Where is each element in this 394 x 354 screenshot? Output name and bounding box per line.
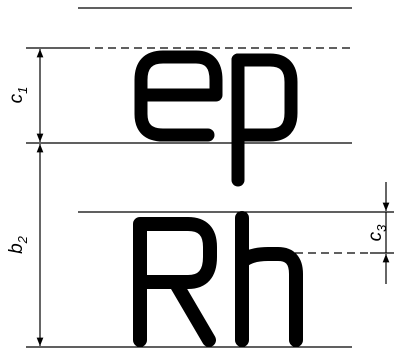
b2-label: b2	[6, 235, 30, 254]
glyph-e	[134, 50, 223, 142]
c3-label: c3	[365, 224, 389, 242]
lowercase-sample-ep	[134, 50, 298, 187]
glyph-p-bowl	[231, 53, 298, 142]
c3-subscript: 3	[374, 224, 389, 232]
glyph-R	[133, 217, 217, 347]
svg-text:b2: b2	[6, 235, 30, 254]
b2-subscript: 2	[15, 235, 30, 244]
c1-subscript: 1	[15, 87, 30, 94]
svg-text:c3: c3	[365, 224, 389, 242]
glyph-h-arch	[235, 247, 303, 347]
b2-letter: b	[6, 243, 27, 254]
c3-letter: c	[365, 231, 386, 241]
uppercase-sample-Rh	[133, 211, 303, 347]
c1-label: c1	[6, 87, 30, 104]
svg-text:c1: c1	[6, 87, 30, 104]
c1-letter: c	[6, 93, 27, 103]
